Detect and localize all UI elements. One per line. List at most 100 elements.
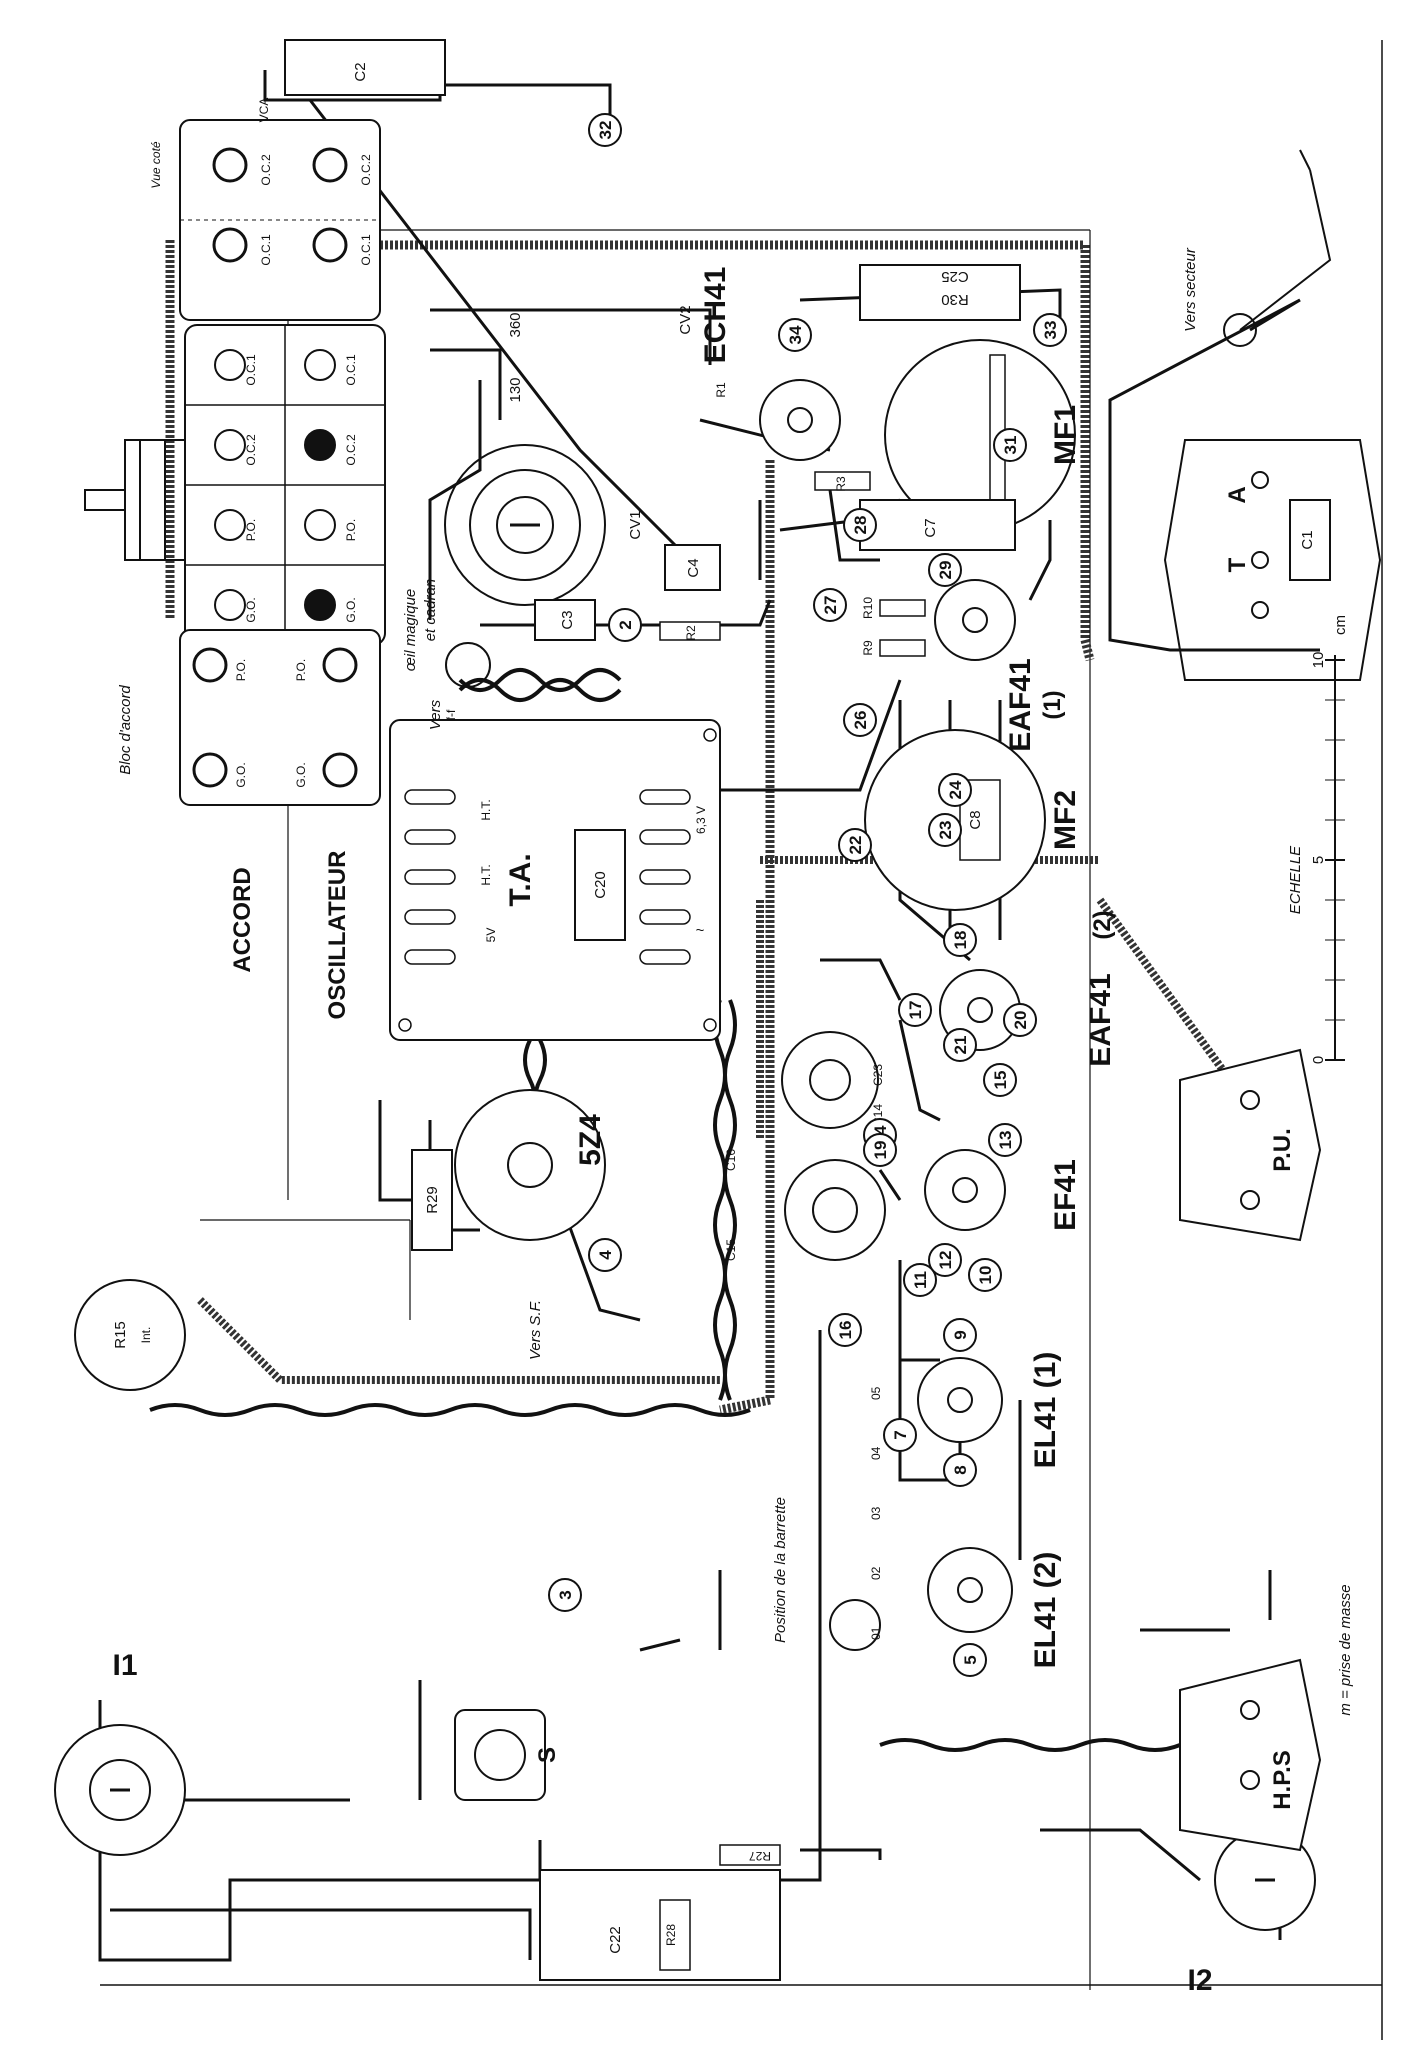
svg-text:ECH41: ECH41 (699, 267, 732, 364)
svg-text:C25: C25 (941, 268, 969, 285)
bottom-coil-block: P.O. P.O. G.O. G.O. (179, 629, 381, 806)
svg-text:C22: C22 (607, 1926, 624, 1954)
svg-text:R27: R27 (749, 1849, 771, 1863)
resistor-r30-c25: R30 C25 (859, 264, 1021, 321)
svg-text:23: 23 (936, 821, 955, 840)
capacitor-c7: C7 (859, 499, 1016, 551)
bloc-accord-label: Bloc d'accord (117, 685, 134, 775)
connection-marker: 23 (928, 813, 962, 847)
mains-cable (1108, 149, 1332, 652)
svg-text:(2): (2) (1089, 910, 1116, 939)
svg-text:C1: C1 (1299, 530, 1316, 549)
connection-marker: 9 (943, 1318, 977, 1352)
svg-text:R29: R29 (424, 1186, 441, 1214)
svg-text:17: 17 (906, 1001, 925, 1020)
coil-row-go: G.O. G.O. (214, 589, 358, 623)
variable-capacitor-cv1: CV1 130 360 CV2 (444, 305, 694, 606)
twisted-pairs (149, 668, 1181, 1752)
svg-text:H.T.: H.T. (479, 799, 493, 820)
connection-marker: 28 (843, 508, 877, 542)
tube-ech41: ECH41 R1 (699, 267, 841, 461)
connection-marker: 32 (588, 113, 622, 147)
transformer-mf2: C8 MF2 (864, 729, 1082, 911)
svg-text:R2: R2 (684, 625, 698, 641)
connection-marker: 10 (968, 1258, 1002, 1292)
cm-label: cm (1332, 615, 1349, 635)
svg-text:CV2: CV2 (677, 305, 694, 334)
pickup-plug: P.U. (1179, 1048, 1322, 1242)
svg-text:(1): (1) (1039, 690, 1066, 719)
connection-marker: 8 (943, 1453, 977, 1487)
scale-tick-label: 0 (1310, 1056, 1327, 1064)
scale-tick-label: 10 (1310, 652, 1327, 669)
svg-text:21: 21 (951, 1036, 970, 1055)
svg-text:3: 3 (556, 1590, 575, 1599)
svg-text:5: 5 (961, 1655, 980, 1664)
connection-marker: 3 (548, 1578, 582, 1612)
svg-text:C7: C7 (922, 518, 939, 537)
side-coil-label: O.C.2 (259, 154, 273, 186)
tube-ef41: EF41 (924, 1149, 1082, 1231)
svg-text:33: 33 (1041, 321, 1060, 340)
barrette-positions: 01 02 03 04 05 (869, 1386, 883, 1640)
svg-text:26: 26 (851, 711, 870, 730)
svg-text:A: A (1224, 486, 1251, 503)
svg-text:EL41 (1): EL41 (1) (1029, 1352, 1062, 1469)
svg-text:29: 29 (936, 561, 955, 580)
svg-text:05: 05 (869, 1386, 883, 1400)
svg-text:12: 12 (936, 1251, 955, 1270)
svg-text:C8: C8 (967, 810, 984, 829)
bottom-coil-label: G.O. (294, 762, 308, 787)
scale-tick-label: 5 (1310, 856, 1327, 864)
svg-text:R1: R1 (714, 382, 728, 398)
svg-text:16: 16 (836, 1321, 855, 1340)
svg-text:EF41: EF41 (1049, 1159, 1082, 1231)
svg-text:2: 2 (616, 620, 635, 629)
svg-text:01: 01 (869, 1626, 883, 1640)
svg-text:7: 7 (891, 1430, 910, 1439)
coil-label: G.O. (344, 597, 358, 622)
svg-text:R15: R15 (112, 1321, 129, 1349)
bottom-coil-label: P.O. (234, 659, 248, 681)
coil-label: O.C.1 (244, 354, 258, 386)
coil-label: P.O. (244, 519, 258, 541)
connection-marker: 7 (883, 1418, 917, 1452)
coil-label: G.O. (244, 597, 258, 622)
resistor-r27: R27 (719, 1844, 781, 1866)
svg-text:EAF41: EAF41 (1084, 973, 1117, 1066)
svg-text:360: 360 (507, 312, 524, 337)
svg-text:18: 18 (951, 931, 970, 950)
barrette-grommet (829, 1599, 881, 1651)
coil-bank: O.C.1 O.C.1 O.C.2 O.C.2 P.O. P.O. G.O. G… (184, 324, 386, 646)
resistor-r2: R2 (659, 621, 721, 641)
svg-text:R10: R10 (861, 597, 875, 619)
tube-el41-1: EL41 (1) (917, 1352, 1062, 1469)
speaker-plug: H.P.S (1179, 1658, 1322, 1852)
antenna-plug: C1 T A (1163, 439, 1382, 681)
svg-text:Int.: Int. (139, 1327, 153, 1344)
vers-secteur-label: Vers secteur (1182, 247, 1199, 332)
oscillateur-label: OSCILLATEUR (324, 851, 351, 1020)
svg-text:C16: C16 (724, 1149, 738, 1171)
accord-label: ACCORD (229, 867, 256, 972)
svg-text:H.P.S: H.P.S (1269, 1750, 1296, 1810)
svg-text:13: 13 (996, 1131, 1015, 1150)
coil-row-po: P.O. P.O. (214, 509, 358, 541)
connection-marker: 2 (608, 608, 642, 642)
masse-legend: m = prise de masse (1337, 1584, 1354, 1715)
svg-text:œil magique: œil magique (402, 589, 419, 672)
svg-text:5V: 5V (484, 928, 498, 943)
connection-marker: 16 (828, 1313, 862, 1347)
svg-text:~: ~ (696, 922, 705, 939)
electrolytic-c14-c23: C23 C14 (781, 1031, 885, 1129)
svg-text:C2: C2 (352, 62, 369, 81)
svg-text:MF2: MF2 (1049, 790, 1082, 850)
connection-marker: 12 (928, 1243, 962, 1277)
svg-text:P.U.: P.U. (1269, 1128, 1296, 1172)
connection-marker: 17 (898, 993, 932, 1027)
svg-text:8: 8 (951, 1465, 970, 1474)
power-transformer-ta: C20 T.A. H.T. H.T. 5V 6,3 V f-f ~ (389, 709, 721, 1041)
connection-marker: 22 (838, 828, 872, 862)
